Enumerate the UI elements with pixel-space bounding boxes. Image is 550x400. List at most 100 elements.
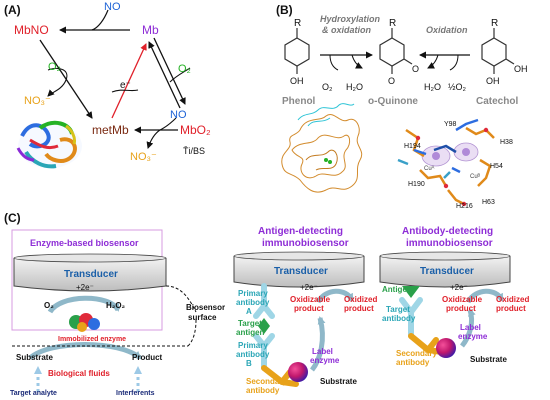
nitrate-bottom-label: NO₃⁻ bbox=[130, 151, 157, 163]
arrow-o2-release bbox=[169, 67, 191, 83]
antibody-label-enzyme-2: enzyme bbox=[458, 332, 488, 341]
secondary-2: antibody bbox=[246, 386, 280, 395]
target-antibody-2: antibody bbox=[382, 314, 416, 323]
h2o-left-label: H₂O bbox=[346, 82, 363, 92]
oxidizable-1: Oxidizable bbox=[290, 295, 331, 304]
mbno-label: MbNO bbox=[14, 23, 49, 37]
residue-h190: H190 bbox=[408, 181, 425, 188]
arrow-no-nitrate bbox=[146, 117, 177, 149]
enzyme-o2: O₂ bbox=[44, 301, 54, 310]
target-analyte-label: Target analyte bbox=[10, 390, 57, 397]
catechol-oh1-label: OH bbox=[486, 76, 500, 86]
target-antigen-2: antigen bbox=[236, 328, 265, 337]
catechol-name: Catechol bbox=[476, 96, 518, 107]
antibody-transducer bbox=[379, 256, 511, 288]
primary-antibody-a-shape bbox=[253, 283, 275, 319]
no-mid-label: NO bbox=[170, 109, 187, 121]
arrow-o2-nitrate bbox=[47, 67, 68, 97]
enzyme-h2o2: H₂O₂ bbox=[106, 301, 126, 310]
primary-a-2: antibody bbox=[236, 298, 270, 307]
target-antigen-1: Target bbox=[238, 319, 262, 328]
antibody-title-1: Antibody-detecting bbox=[402, 226, 493, 237]
active-site-structure bbox=[397, 118, 495, 207]
antigen-title-1: Antigen-detecting bbox=[258, 226, 343, 237]
primary-a-1: Primary bbox=[238, 289, 268, 298]
arrow-h2o-out bbox=[351, 54, 363, 69]
enzyme-transducer-label: Transducer bbox=[64, 269, 118, 280]
residue-y98: Y98 bbox=[444, 121, 457, 128]
mb-label: Mb bbox=[142, 23, 159, 37]
primary-b-3: B bbox=[246, 359, 252, 368]
secondary-1: Secondary bbox=[246, 377, 287, 386]
o2-label-b: O₂ bbox=[322, 82, 333, 92]
electron-label: e⁻ bbox=[120, 80, 131, 91]
arrow-electron bbox=[111, 89, 139, 93]
myoglobin-structure bbox=[16, 120, 82, 169]
substrate-arrow-antigen bbox=[309, 316, 326, 372]
panel-c-label: (C) bbox=[4, 211, 21, 225]
enzyme-transducer bbox=[13, 258, 167, 292]
antigen-title-2: immunobiosensor bbox=[262, 238, 349, 249]
panel-b: (B) R OH Hydroxylation & oxidation O₂ H₂… bbox=[276, 3, 528, 210]
quinone-o1-label: O bbox=[388, 76, 395, 86]
target-antigen-shape bbox=[258, 318, 270, 334]
antibody-oxidizable-1: Oxidizable bbox=[442, 295, 483, 304]
antigen-substrate-label: Substrate bbox=[320, 377, 357, 386]
primary-antibody-b-shape bbox=[253, 333, 275, 371]
biosensor-surface-bracket bbox=[165, 285, 197, 347]
o2-right-label: O₂ bbox=[178, 63, 191, 75]
biosensor-surface-label-2: surface bbox=[188, 313, 217, 322]
arrow-mbo2-to-mb bbox=[148, 41, 181, 109]
cu-a-label: Cuᴬ bbox=[424, 164, 435, 172]
antibody-label-enzyme-ball bbox=[436, 338, 456, 358]
residue-h38: H38 bbox=[500, 139, 513, 146]
antigen-label: Antigen bbox=[382, 285, 412, 294]
antibody-transducer-label: Transducer bbox=[420, 266, 474, 277]
enzyme-electrons: +2e⁻ bbox=[76, 283, 94, 292]
phenol-name: Phenol bbox=[282, 96, 316, 107]
catechol-oh2-label: OH bbox=[514, 64, 528, 74]
antigen-immunobiosensor: Antigen-detecting immunobiosensor Transd… bbox=[233, 226, 377, 395]
substrate-label: Substrate bbox=[16, 353, 53, 362]
antibody-label-enzyme-1: Label bbox=[460, 323, 481, 332]
residue-h194: H194 bbox=[404, 143, 421, 150]
antibody-title-2: immunobiosensor bbox=[406, 238, 493, 249]
tyrosinase-structure bbox=[281, 103, 363, 193]
antigen-shape bbox=[402, 286, 420, 298]
panel-c: (C) Enzyme-based biosensor Transducer +2… bbox=[4, 211, 529, 397]
oxidation-label: Oxidation bbox=[426, 25, 468, 35]
label-enzyme-ball bbox=[288, 362, 308, 382]
metmb-label: metMb bbox=[92, 123, 129, 137]
antibody-immunobiosensor: Antibody-detecting immunobiosensor Trans… bbox=[379, 226, 529, 367]
oquinone-structure bbox=[379, 28, 413, 74]
substrate-arrow-antibody bbox=[459, 308, 476, 348]
enzyme-title: Enzyme-based biosensor bbox=[30, 238, 139, 248]
and-oxidation-label: & oxidation bbox=[322, 25, 372, 35]
phenol-oh-label: OH bbox=[290, 76, 304, 86]
phenol-structure bbox=[284, 28, 310, 74]
oquinone-name: o-Quinone bbox=[368, 96, 418, 107]
catechol-r-label: R bbox=[491, 18, 498, 29]
panel-a-label: (A) bbox=[4, 3, 21, 17]
arrow-o2-in bbox=[329, 54, 339, 71]
primary-b-2: antibody bbox=[236, 350, 270, 359]
phenol-r-label: R bbox=[294, 18, 301, 29]
panel-b-label: (B) bbox=[276, 3, 293, 17]
nitrate-left-label: NO₃⁻ bbox=[24, 95, 51, 107]
antibody-secondary-1: Secondary bbox=[396, 349, 437, 358]
arrow-half-o2-in bbox=[449, 54, 459, 71]
quinone-r-label: R bbox=[389, 18, 396, 29]
antibody-electrons: +2e⁻ bbox=[450, 283, 468, 292]
antibody-oxidized-2: product bbox=[496, 304, 526, 313]
antibody-oxidized-1: Oxidized bbox=[496, 295, 529, 304]
arrow-mb-to-mbo2 bbox=[153, 37, 186, 105]
antigen-electrons: +2e⁻ bbox=[300, 283, 318, 292]
product-label: Product bbox=[132, 353, 163, 362]
o2-left-label: O₂ bbox=[48, 61, 61, 73]
target-antibody-shape bbox=[399, 297, 423, 339]
antibody-oxidizable-2: product bbox=[446, 304, 476, 313]
antigen-transducer bbox=[233, 256, 365, 288]
hydroxylation-label: Hydroxylation bbox=[320, 14, 381, 24]
target-antibody-1: Target bbox=[386, 305, 410, 314]
